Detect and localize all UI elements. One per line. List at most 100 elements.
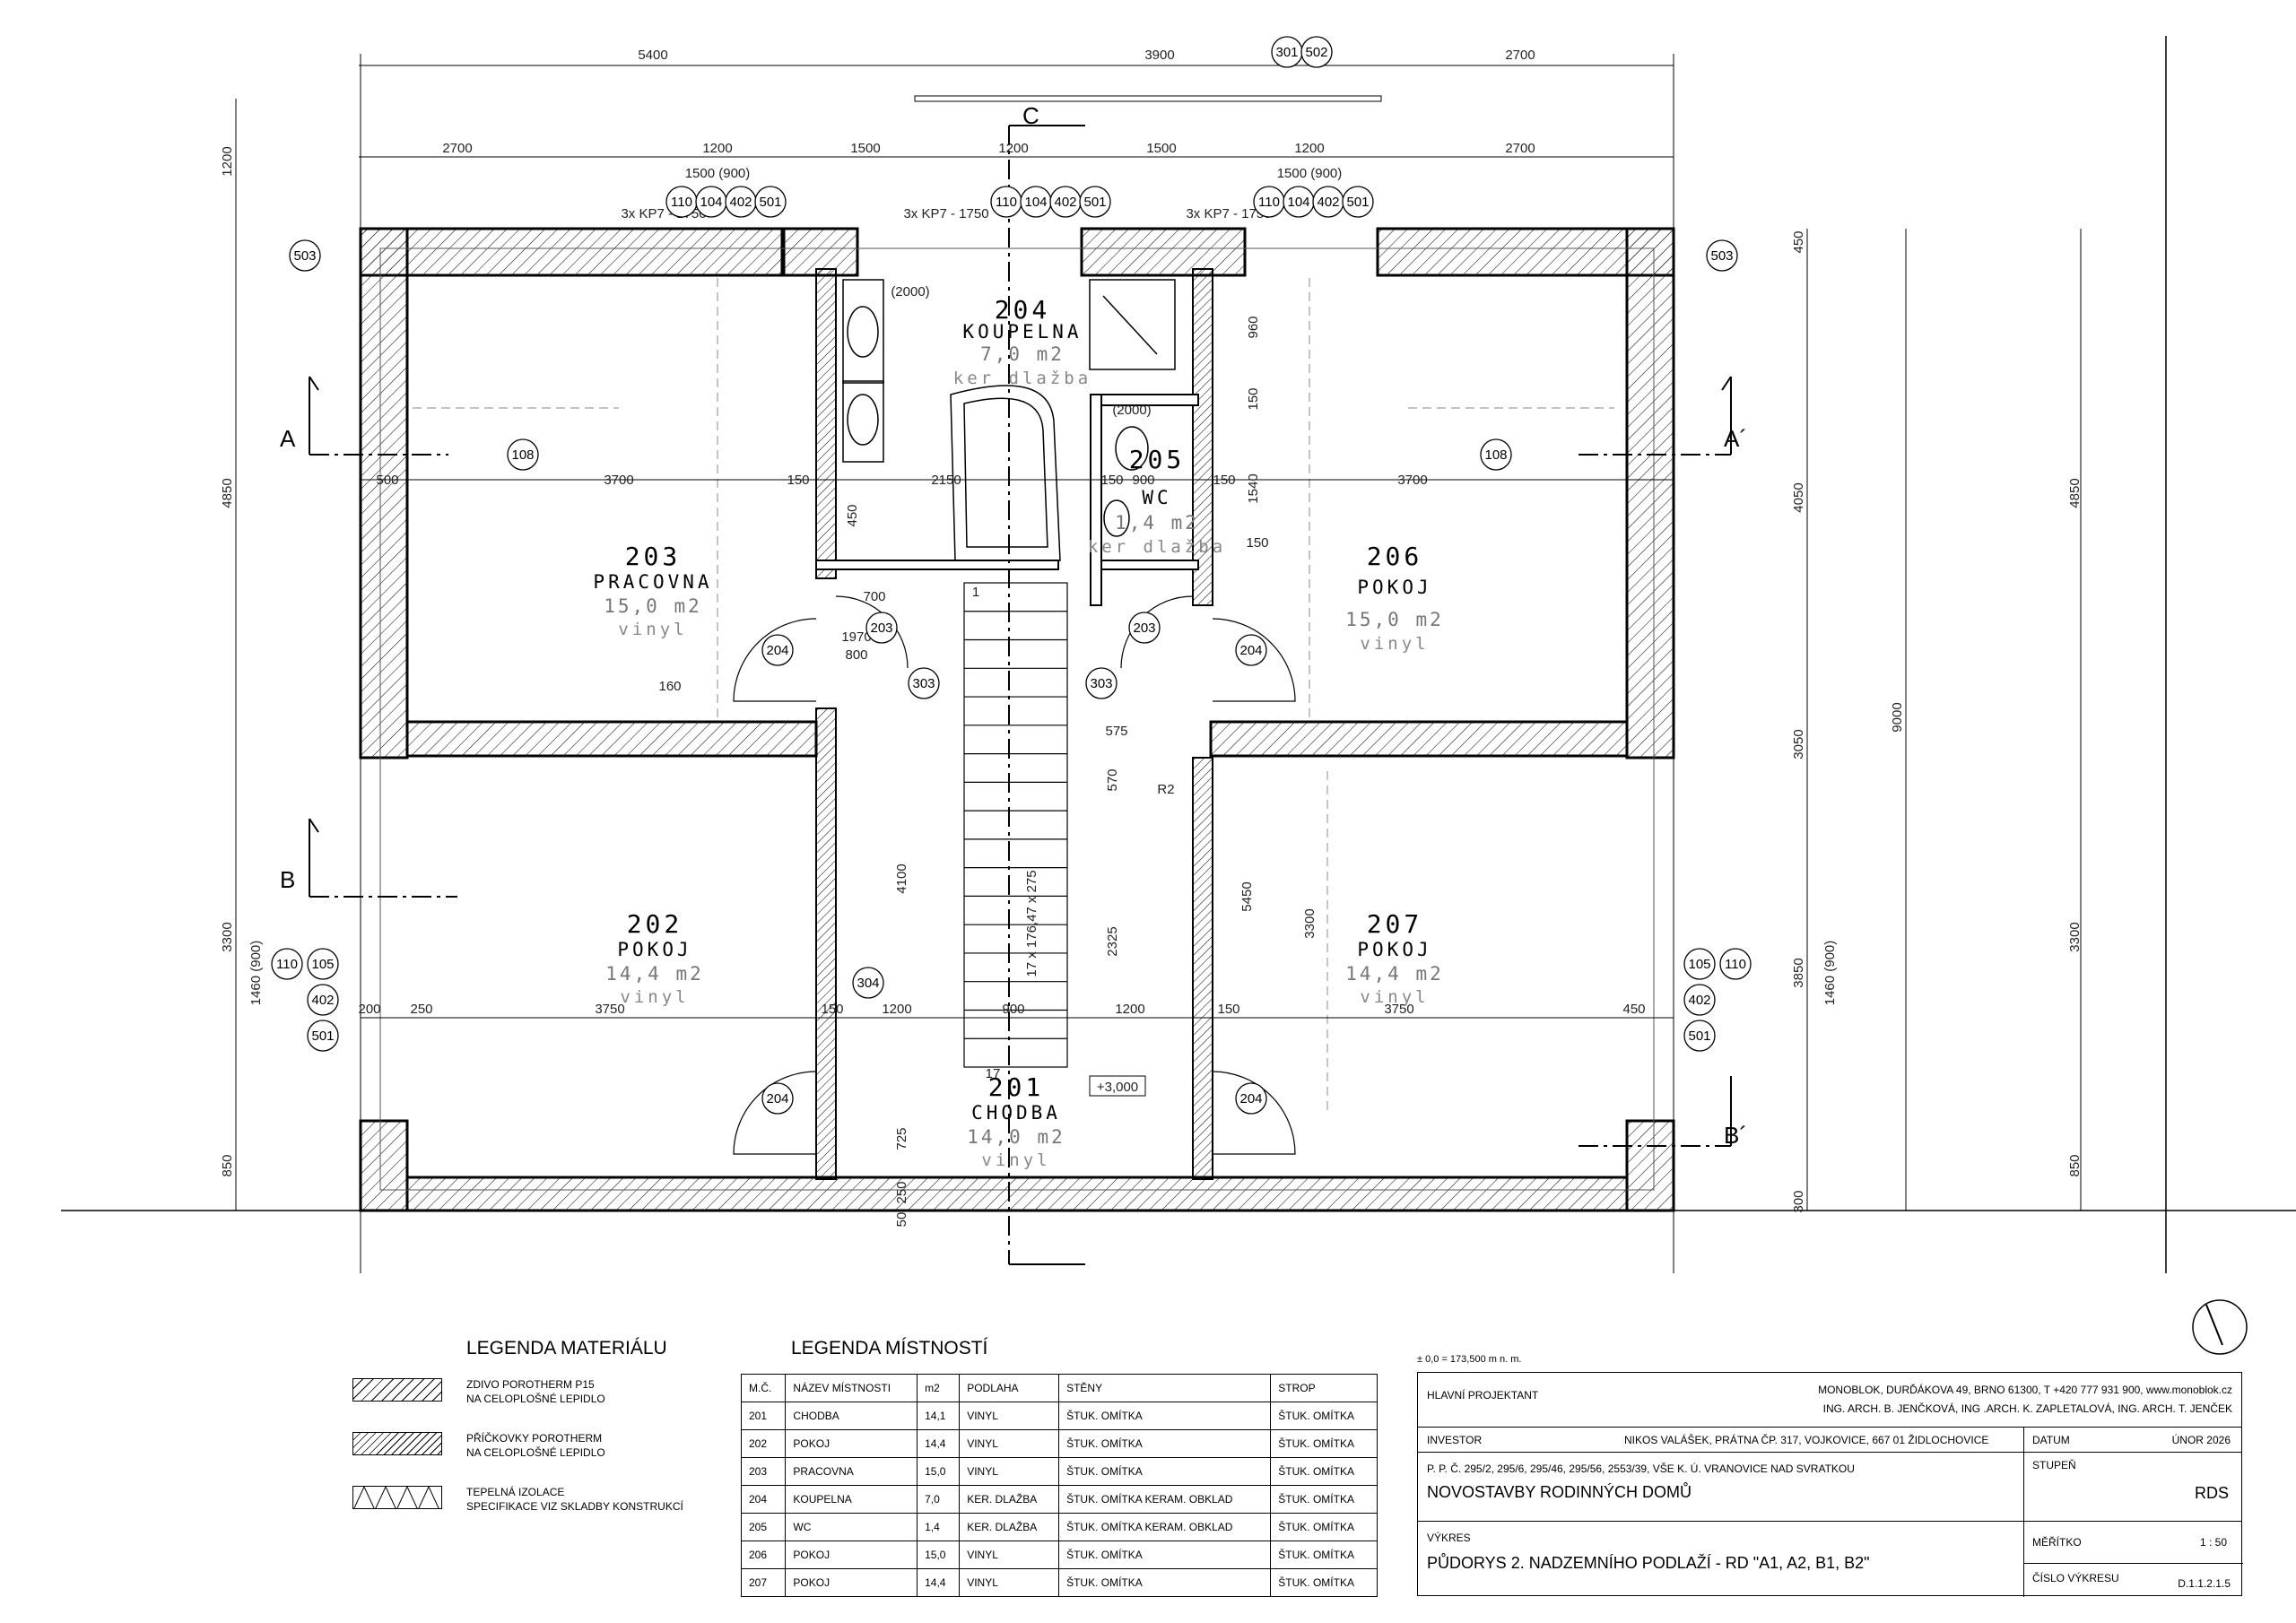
- tag-110: 110: [665, 186, 698, 218]
- masonry-swatch: [352, 1378, 442, 1402]
- dim-second: 1200: [1294, 141, 1324, 156]
- dim-opening: 1500 (900): [685, 166, 751, 181]
- svg-text:202: 202: [627, 909, 683, 939]
- dim-second: 1500: [850, 141, 880, 156]
- svg-text:105: 105: [311, 957, 334, 972]
- dim-interior: 1540: [1246, 473, 1261, 503]
- dim-second: 2700: [442, 141, 472, 156]
- tag-204: 204: [761, 1082, 794, 1115]
- dim-interior: 450: [1622, 1002, 1645, 1017]
- dim-interior: (2000): [1112, 403, 1151, 418]
- svg-text:108: 108: [511, 447, 534, 463]
- scale-label: MĚŘÍTKO: [2032, 1536, 2082, 1549]
- dim-kp7: 3x KP7 - 1750: [903, 206, 988, 221]
- room-labels: 201 CHODBA 14,0 m2 vinyl 202 POKOJ 14,4 …: [593, 295, 1441, 1170]
- table-cell: ŠTUK. OMÍTKA: [1058, 1568, 1272, 1597]
- svg-text:303: 303: [1090, 676, 1112, 691]
- date: ÚNOR 2026: [2171, 1434, 2231, 1446]
- svg-text:204: 204: [766, 643, 788, 658]
- svg-text:vinyl: vinyl: [618, 620, 687, 639]
- svg-text:204: 204: [1239, 643, 1262, 658]
- dim-interior: 1970: [841, 629, 871, 645]
- dim-interior: 960: [1246, 316, 1261, 338]
- room-206: 206 POKOJ 15,0 m2 vinyl: [1345, 542, 1441, 654]
- svg-text:204: 204: [995, 295, 1051, 325]
- svg-text:KOUPELNA: KOUPELNA: [962, 321, 1082, 343]
- tag-104: 104: [1283, 186, 1315, 218]
- section-label-c: C: [1022, 102, 1039, 129]
- tag-303: 303: [908, 667, 940, 699]
- svg-text:CHODBA: CHODBA: [971, 1102, 1061, 1124]
- tag-501: 501: [307, 1020, 339, 1052]
- table-cell: 14,4: [917, 1568, 961, 1597]
- table-cell: 204: [740, 1485, 787, 1514]
- col-name: NÁZEV MÍSTNOSTI: [785, 1374, 918, 1402]
- dim-interior: 150: [821, 1002, 843, 1017]
- dim-second: 1200: [998, 141, 1028, 156]
- section-label-b: B: [280, 866, 295, 893]
- svg-text:204: 204: [766, 1091, 788, 1107]
- dim-interior: 2325: [1105, 926, 1120, 956]
- svg-text:501: 501: [1688, 1028, 1710, 1044]
- table-cell: 15,0: [917, 1457, 961, 1486]
- svg-text:501: 501: [1083, 195, 1106, 210]
- tag-204: 204: [1235, 634, 1267, 666]
- svg-text:301: 301: [1275, 45, 1298, 60]
- dim-interior: R2: [1157, 782, 1174, 797]
- tag-105: 105: [1683, 948, 1716, 980]
- dim-interior: 3300: [1302, 908, 1318, 938]
- tag-104: 104: [1020, 186, 1052, 218]
- title-block: HLAVNÍ PROJEKTANT MONOBLOK, DURĎÁKOVA 49…: [1417, 1372, 2243, 1597]
- svg-text:207: 207: [1367, 909, 1423, 939]
- tag-503: 503: [289, 239, 321, 272]
- svg-text:501: 501: [311, 1028, 334, 1044]
- dim-interior: 150: [1100, 473, 1123, 488]
- section-arrows: [309, 125, 1732, 1265]
- dim-interior: 5450: [1239, 881, 1255, 911]
- tag-501: 501: [1079, 186, 1111, 218]
- insulation-line: [379, 247, 1655, 1191]
- svg-text:7,0 m2: 7,0 m2: [980, 343, 1065, 365]
- svg-text:402: 402: [311, 993, 334, 1008]
- dim-interior: 1: [972, 585, 979, 600]
- tag-501: 501: [1683, 1020, 1716, 1052]
- north-arrow: [2192, 1299, 2248, 1355]
- table-cell: VINYL: [959, 1402, 1060, 1430]
- svg-text:402: 402: [1688, 993, 1710, 1008]
- stage: RDS: [2194, 1484, 2229, 1502]
- elevation-note: ± 0,0 = 173,500 m n. m.: [1417, 1354, 1522, 1365]
- col-area: m2: [917, 1374, 961, 1402]
- table-cell: 202: [740, 1429, 787, 1458]
- svg-text:502: 502: [1305, 45, 1327, 60]
- svg-text:POKOJ: POKOJ: [1357, 577, 1431, 598]
- room-204: 204 KOUPELNA 7,0 m2 ker dlažba: [953, 295, 1088, 388]
- materials-legend-title: LEGENDA MATERIÁLU: [466, 1338, 667, 1358]
- section-label-a-prime: A´: [1724, 425, 1747, 452]
- dim-interior: 700: [863, 589, 885, 604]
- level-label: +3,000: [1097, 1080, 1138, 1095]
- svg-text:vinyl: vinyl: [1360, 987, 1429, 1007]
- table-cell: VINYL: [959, 1568, 1060, 1597]
- stage-label: STUPEŇ: [2032, 1459, 2076, 1471]
- dim-interior: 250: [894, 1181, 909, 1203]
- dim-interior: 160: [658, 679, 681, 694]
- svg-text:110: 110: [276, 957, 298, 972]
- room-203: 203 PRACOVNA 15,0 m2 vinyl: [593, 542, 709, 639]
- svg-text:204: 204: [1239, 1091, 1262, 1107]
- svg-text:501: 501: [759, 195, 781, 210]
- dim-interior: 570: [1105, 768, 1120, 791]
- table-cell: POKOJ: [785, 1429, 918, 1458]
- dim-interior: 17: [986, 1066, 1001, 1081]
- svg-text:vinyl: vinyl: [981, 1150, 1050, 1170]
- dim-interior: 200: [358, 1002, 380, 1017]
- dim-interior: 2150: [931, 473, 961, 488]
- dim-kp7: 3x KP7 - 1750: [1186, 206, 1271, 221]
- table-cell: ŠTUK. OMÍTKA: [1058, 1402, 1272, 1430]
- dim-interior: 500: [376, 473, 398, 488]
- partition-swatch: [352, 1432, 442, 1455]
- svg-text:503: 503: [293, 248, 316, 264]
